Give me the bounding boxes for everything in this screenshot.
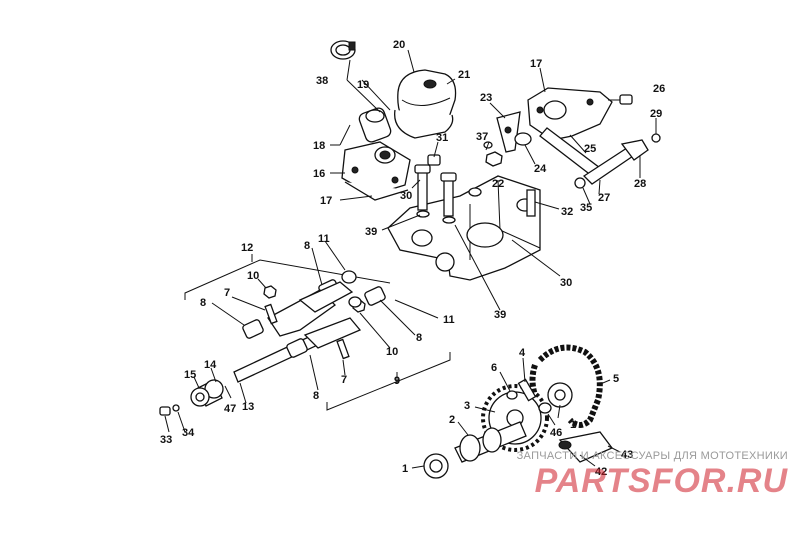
callout-28: 28 <box>634 178 646 190</box>
callout-8c: 8 <box>416 332 422 344</box>
callout-25: 25 <box>584 143 596 155</box>
callout-23: 23 <box>480 92 492 104</box>
callout-12: 12 <box>241 242 253 254</box>
callout-39b: 39 <box>494 309 506 321</box>
callout-18: 18 <box>313 140 325 152</box>
callout-9: 9 <box>394 375 400 387</box>
callout-13: 13 <box>242 401 254 413</box>
callout-8a: 8 <box>304 240 310 252</box>
callout-8d: 8 <box>313 390 319 402</box>
callout-4: 4 <box>519 347 526 359</box>
callout-5: 5 <box>613 373 619 385</box>
watermark-subtitle: ЗАПЧАСТИ И АКСЕССУАРЫ ДЛЯ МОТОТЕХНИКИ <box>516 450 788 462</box>
callout-27: 27 <box>598 192 610 204</box>
watermark: ЗАПЧАСТИ И АКСЕССУАРЫ ДЛЯ МОТОТЕХНИКИ PA… <box>488 448 788 508</box>
callout-33: 33 <box>160 434 172 446</box>
callout-38: 38 <box>316 75 328 87</box>
callout-1a: 1 <box>402 463 408 475</box>
callout-3: 3 <box>464 400 470 412</box>
callout-37: 37 <box>476 131 488 143</box>
callout-30b: 30 <box>560 277 572 289</box>
callout-30a: 30 <box>400 190 412 202</box>
callout-11b: 11 <box>443 314 455 326</box>
callout-6: 6 <box>491 362 497 374</box>
callout-11a: 11 <box>318 233 330 245</box>
callout-10b: 10 <box>386 346 398 358</box>
thermostat-housing-group <box>483 67 661 205</box>
camshaft-chain-group <box>411 344 621 479</box>
callout-26: 26 <box>653 83 665 95</box>
callout-labels: 38 19 20 21 18 16 17 31 30 39 30 39 17 2… <box>160 39 665 478</box>
callout-19: 19 <box>357 79 369 91</box>
callout-16: 16 <box>313 168 325 180</box>
watermark-logo: PARTSFOR.RU <box>534 462 788 500</box>
callout-47: 47 <box>224 403 236 415</box>
callout-7b: 7 <box>341 374 347 386</box>
callout-1b: 1 <box>570 419 576 431</box>
rocker-arm-group <box>159 240 451 433</box>
callout-15: 15 <box>184 369 196 381</box>
cylinder-head <box>381 141 561 311</box>
callout-22: 22 <box>492 178 504 190</box>
callout-39a: 39 <box>365 226 377 238</box>
callout-31: 31 <box>436 132 448 144</box>
callout-46: 46 <box>550 427 562 439</box>
callout-32: 32 <box>561 206 573 218</box>
callout-24: 24 <box>534 163 547 175</box>
callout-20: 20 <box>393 39 405 51</box>
callout-34: 34 <box>182 427 195 439</box>
callout-7a: 7 <box>224 287 230 299</box>
callout-17b: 17 <box>530 58 542 70</box>
callout-2: 2 <box>449 414 455 426</box>
callout-29: 29 <box>650 108 662 120</box>
callout-43: 43 <box>621 449 633 461</box>
callout-35: 35 <box>580 202 592 214</box>
callout-8b: 8 <box>200 297 206 309</box>
callout-42: 42 <box>595 466 607 478</box>
callout-17a: 17 <box>320 195 332 207</box>
callout-10a: 10 <box>247 270 259 282</box>
callout-21: 21 <box>458 69 470 81</box>
head-cover-assembly <box>330 40 457 201</box>
callout-14: 14 <box>204 359 217 371</box>
